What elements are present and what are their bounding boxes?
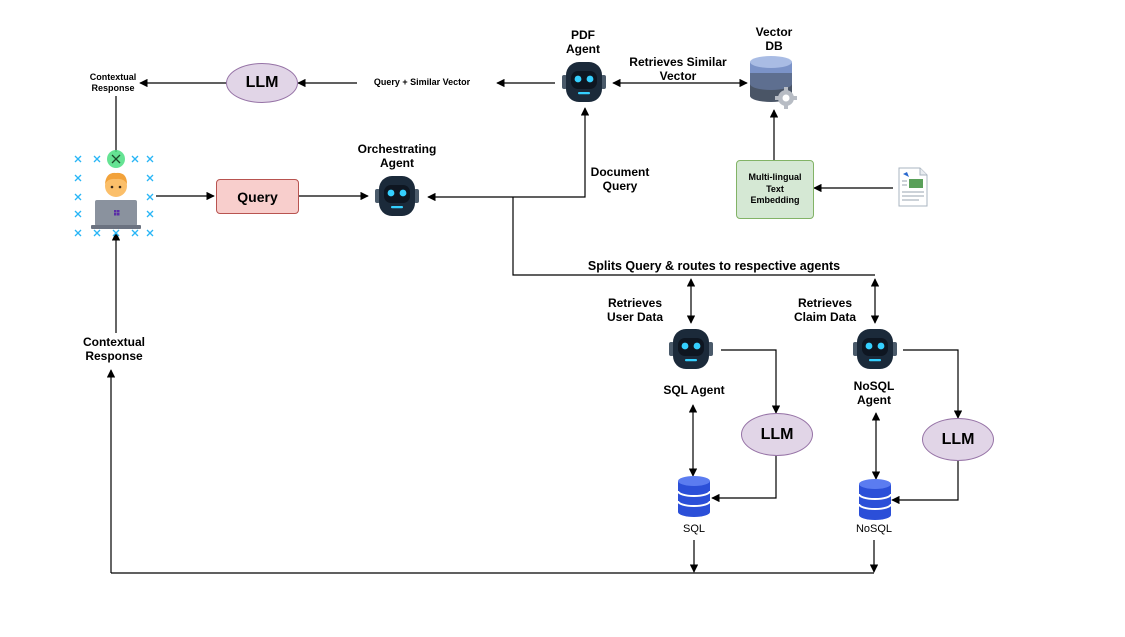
arrow-nosqlagent-to-llm xyxy=(903,349,963,419)
arrow-llm-to-sql xyxy=(711,455,777,503)
query-box: Query xyxy=(216,179,299,214)
vector-db-database-gear-icon xyxy=(750,56,797,109)
arrow-sqlagent-to-llm xyxy=(721,349,781,414)
nosql-agent-robot-icon xyxy=(853,329,897,369)
contextual-response-left-label: Contextual Response xyxy=(74,335,154,364)
embedding-box: Multi-lingual Text Embedding xyxy=(736,160,814,219)
retrieves-user-data-label: Retrieves User Data xyxy=(606,296,664,325)
llm-top-label: LLM xyxy=(245,74,279,91)
pdf-agent-label: PDF Agent xyxy=(566,28,600,57)
orchestrating-agent-robot-icon xyxy=(375,176,419,216)
llm-sql-label: LLM xyxy=(760,425,794,443)
contextual-response-top-label: Contextual Response xyxy=(89,72,137,93)
sql-agent-robot-icon xyxy=(669,329,713,369)
orchestrating-agent-label: Orchestrating Agent xyxy=(357,142,437,171)
pdf-agent-robot-icon xyxy=(562,62,606,102)
selection-handles xyxy=(74,155,154,237)
llm-nosql-label: LLM xyxy=(941,430,975,448)
query-similar-vector-label: Query + Similar Vector xyxy=(362,77,482,88)
user-laptop-icon[interactable] xyxy=(72,148,160,240)
arrow-document-query xyxy=(513,107,590,198)
embedding-box-label: Multi-lingual Text Embedding xyxy=(748,171,802,206)
document-icon xyxy=(898,167,928,207)
llm-top-node: LLM xyxy=(226,63,298,103)
retrieves-claim-data-label: Retrieves Claim Data xyxy=(793,296,857,325)
splits-query-label: Splits Query & routes to respective agen… xyxy=(587,259,841,273)
arrow-llm-to-nosql xyxy=(891,459,959,505)
sql-agent-label: SQL Agent xyxy=(663,383,725,397)
line-split-routing xyxy=(512,197,875,276)
nosql-label: NoSQL xyxy=(855,523,893,535)
sql-database-icon xyxy=(677,476,711,517)
llm-nosql-node: LLM xyxy=(922,418,994,461)
sql-label: SQL xyxy=(682,523,705,535)
nosql-database-icon xyxy=(858,479,892,520)
vector-db-label: Vector DB xyxy=(755,25,793,54)
llm-sql-node: LLM xyxy=(741,413,813,456)
nosql-agent-label: NoSQL Agent xyxy=(853,379,895,408)
document-query-label: Document Query xyxy=(590,165,650,194)
query-box-label: Query xyxy=(237,188,278,205)
retrieves-similar-vector-label: Retrieves Similar Vector xyxy=(629,55,727,84)
